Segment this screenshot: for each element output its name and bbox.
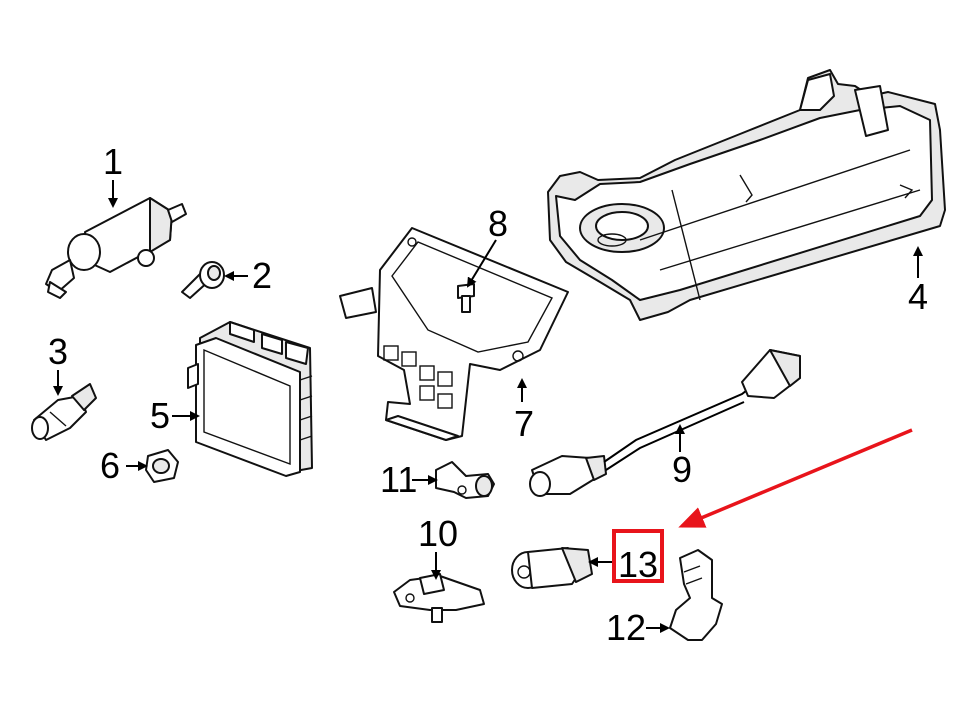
part-12-sensor [669, 549, 723, 641]
part-13-knock-sensor [511, 547, 593, 589]
callout-labels: 1 2 3 4 5 6 7 8 9 10 11 12 13 [48, 141, 928, 648]
part-10-sensor [393, 573, 485, 623]
callout-7: 7 [514, 403, 534, 444]
callout-5: 5 [150, 395, 170, 436]
part-2-bolt [181, 261, 225, 299]
callout-12: 12 [606, 607, 646, 648]
callout-9: 9 [672, 449, 692, 490]
part-9-sensor [529, 349, 801, 497]
callout-13: 13 [618, 544, 658, 585]
highlight-arrow [678, 428, 913, 528]
callout-8: 8 [488, 203, 508, 244]
part-4-engine-cover [547, 69, 946, 321]
part-6-nut [145, 449, 179, 483]
highlight-box [612, 529, 664, 583]
part-1-coil [45, 197, 187, 299]
callout-10: 10 [418, 513, 458, 554]
callout-2: 2 [252, 255, 272, 296]
callout-6: 6 [100, 445, 120, 486]
callout-4: 4 [908, 276, 928, 317]
part-7-bracket [339, 227, 569, 441]
leader-lines [53, 180, 923, 633]
part-5-ecu [187, 321, 313, 477]
part-3-sensor [31, 383, 97, 441]
callout-11: 11 [380, 459, 417, 500]
highlight-callout-13 [612, 428, 913, 583]
callout-1: 1 [103, 141, 123, 182]
part-11-sensor [435, 461, 495, 499]
callout-3: 3 [48, 331, 68, 372]
